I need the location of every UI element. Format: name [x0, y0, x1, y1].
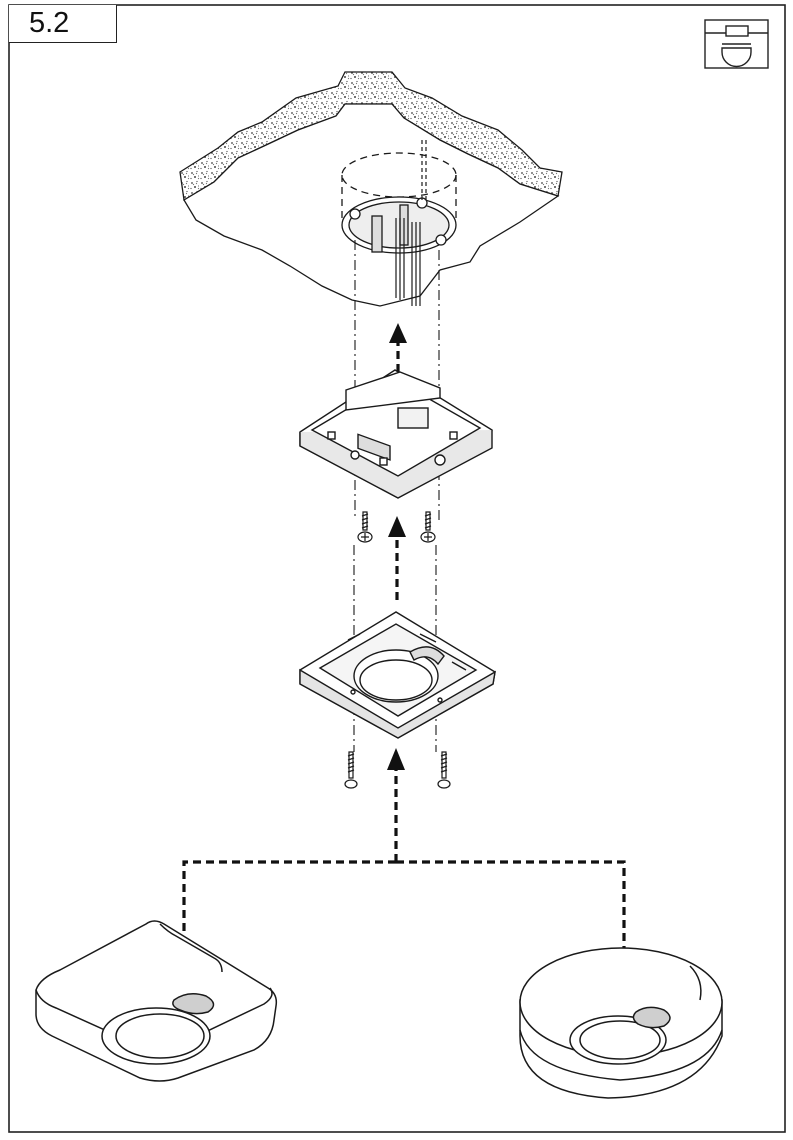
screw-left-upper — [357, 511, 373, 543]
cable-wires — [395, 140, 427, 306]
screw-right-lower — [437, 751, 451, 789]
assembly-arrow — [387, 748, 405, 862]
base-frame — [299, 611, 496, 739]
screw-right-upper — [420, 511, 436, 543]
flush-box — [341, 152, 457, 254]
detector-square-housing — [35, 920, 278, 1082]
ceiling-slab — [179, 71, 563, 307]
screw-left-lower — [344, 751, 358, 789]
ceiling-mount-icon — [704, 19, 769, 69]
outer-border — [8, 4, 786, 1133]
branch-lines — [182, 860, 626, 948]
assembly-arrow — [389, 323, 407, 372]
assembly-arrow — [388, 516, 406, 600]
detector-round-housing — [519, 947, 723, 1099]
step-number-label: 5.2 — [9, 5, 117, 43]
mounting-plate — [299, 369, 493, 499]
